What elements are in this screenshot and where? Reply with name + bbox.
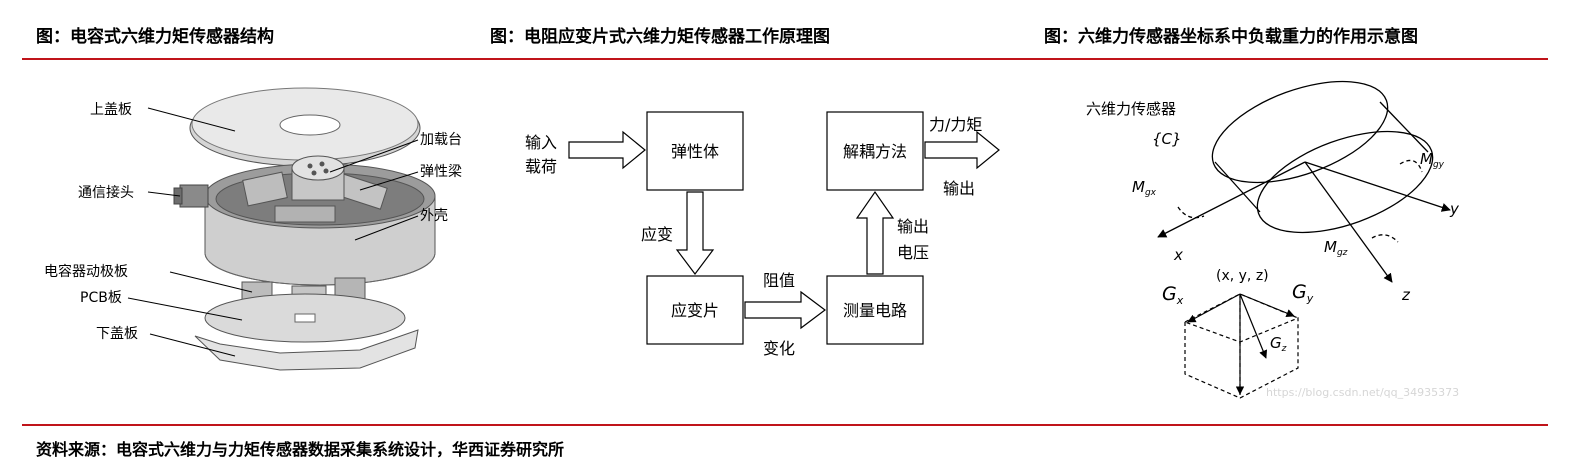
top-divider <box>22 58 1548 60</box>
flow-strain-gauge: 应变片 <box>671 301 719 320</box>
axis-z-line <box>1304 161 1393 283</box>
box-measure-circuit <box>826 275 924 345</box>
arrow-resistance <box>744 290 826 330</box>
label-bottom-cover: 下盖板 <box>96 326 138 342</box>
title-coordinates: 图：六维力传感器坐标系中负载重力的作用示意图 <box>1044 27 1418 47</box>
flow-resistance-line1: 阻值 <box>763 271 795 290</box>
axis-x-line <box>1157 161 1306 238</box>
coord-axis-z: z <box>1401 286 1411 304</box>
flow-decouple: 解耦方法 <box>843 142 907 161</box>
gravity-cube <box>1184 293 1299 399</box>
label-elastic-beam: 弹性梁 <box>420 164 462 180</box>
label-top-cover: 上盖板 <box>90 102 132 118</box>
watermark-text: https://blog.csdn.net/qq_34935373 <box>1266 386 1459 399</box>
flow-resistance-line2: 变化 <box>763 339 795 358</box>
arrow-output <box>924 130 1000 170</box>
coord-sensor-name: 六维力传感器 <box>1086 100 1176 118</box>
principle-flow-diagram: 输入 载荷 弹性体 应变 应变片 阻值 变化 测量电路 输出 电压 解耦方法 力… <box>525 111 1000 358</box>
load-stage <box>291 155 345 201</box>
label-cap-plate: 电容器动极板 <box>44 263 128 280</box>
label-pcb: PCB板 <box>80 290 122 306</box>
coord-point: (x, y, z) <box>1216 268 1269 284</box>
axis-y-line <box>1304 161 1451 212</box>
top-cover-plate <box>189 87 421 167</box>
arrow-strain <box>675 191 715 275</box>
label-load-stage: 加载台 <box>420 132 462 148</box>
arrow-input <box>568 130 646 170</box>
flow-strain-label: 应变 <box>641 225 673 244</box>
source-note: 资料来源：电容式六维力与力矩传感器数据采集系统设计，华西证券研究所 <box>36 440 565 459</box>
coord-mgy: Mgy <box>1420 150 1445 170</box>
bottom-cover-plate <box>194 329 419 371</box>
coord-gy: Gy <box>1292 281 1314 305</box>
title-principle: 图：电阻应变片式六维力矩传感器工作原理图 <box>490 27 830 47</box>
title-structure: 图：电容式六维力矩传感器结构 <box>36 27 274 47</box>
flow-voltage-line2: 电压 <box>897 243 929 262</box>
coord-mgz: Mgz <box>1324 238 1348 258</box>
box-elastic-body <box>646 111 744 191</box>
flow-input-line2: 载荷 <box>525 157 557 176</box>
coord-axis-y: y <box>1449 200 1460 218</box>
box-strain-gauge <box>646 275 744 345</box>
flow-elastic-body: 弹性体 <box>671 142 719 161</box>
flow-output-top: 力/力矩 <box>929 115 982 134</box>
sensor-structure-figure: 上盖板 通信接头 电容器动极板 PCB板 下盖板 加载台 弹性梁 外壳 <box>44 87 462 371</box>
label-shell: 外壳 <box>420 207 448 224</box>
coord-frame: {C} <box>1152 130 1182 148</box>
bottom-divider <box>22 424 1548 426</box>
coord-axis-x: x <box>1173 246 1183 264</box>
flow-voltage-line1: 输出 <box>897 217 929 236</box>
flow-output-bottom: 输出 <box>943 179 975 198</box>
box-decouple <box>826 111 924 191</box>
coord-gx: Gx <box>1162 283 1184 307</box>
flow-input-line1: 输入 <box>525 133 557 152</box>
coord-gz: Gz <box>1270 334 1287 354</box>
arrow-voltage <box>855 190 895 275</box>
coordinate-diagram: 六维力传感器 {C} Mgx Mgy Mgz x y z (x, y, z) G… <box>1086 80 1460 399</box>
pcb-board <box>204 293 406 343</box>
coord-mgx: Mgx <box>1132 178 1157 198</box>
flow-measure-circuit: 测量电路 <box>843 301 907 320</box>
sensor-cylinder <box>1211 80 1434 234</box>
label-connector: 通信接头 <box>78 184 134 201</box>
